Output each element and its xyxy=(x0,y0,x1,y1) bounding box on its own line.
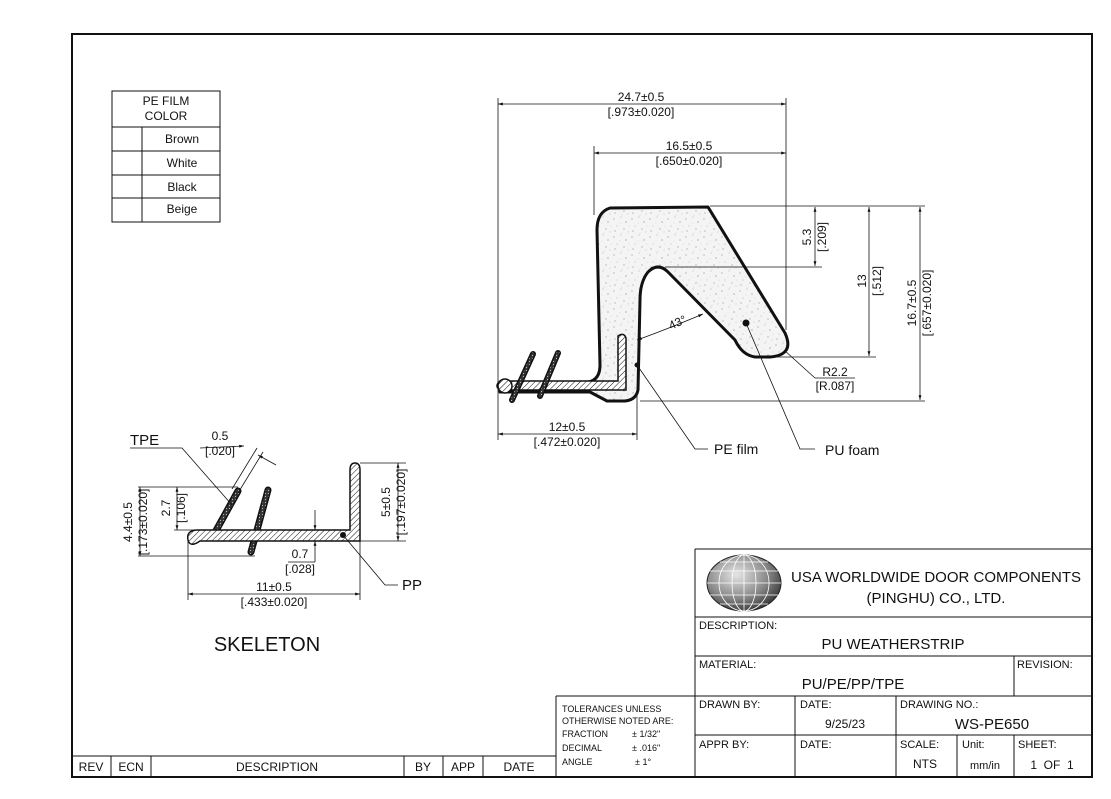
color-option-white: White xyxy=(167,156,198,170)
dim-top-width: 16.5±0.5 xyxy=(666,139,713,153)
drawing-no-label: DRAWING NO.: xyxy=(900,699,978,711)
dim-top-thickness: 5.3 xyxy=(800,228,814,245)
color-checkbox-black[interactable] xyxy=(112,175,142,198)
title-block: USA WORLDWIDE DOOR COMPONENTS (PINGHU) C… xyxy=(555,548,1092,777)
skeleton-dim-fin-thickness-in: [.020] xyxy=(205,444,235,458)
revision-label: REVISION: xyxy=(1017,659,1073,671)
color-table-header: COLOR xyxy=(145,109,188,123)
skeleton-section: 5±0.5 [.197±0.020] 4.4±0.5 [.173±0.020] … xyxy=(121,429,422,656)
skeleton-dim-width-in: [.433±0.020] xyxy=(241,595,308,609)
skeleton-dim-overall-height-in: [.173±0.020] xyxy=(136,489,150,556)
dim-base-width-in: [.472±0.020] xyxy=(534,435,601,449)
dim-radius-in: [R.087] xyxy=(816,379,855,393)
dim-lip-height-in: [.512] xyxy=(870,266,884,296)
description-value: PU WEATHERSTRIP xyxy=(821,636,964,653)
drawn-by-label: DRAWN BY: xyxy=(699,699,760,711)
dim-lip-height: 13 xyxy=(855,274,869,288)
callout-pe-film: PE film xyxy=(714,441,758,457)
scale-value: NTS xyxy=(913,757,937,771)
skeleton-dim-base-thickness: 0.7 xyxy=(292,547,309,561)
dim-overall-height-in: [.657±0.020] xyxy=(920,270,934,337)
revision-header-date: DATE xyxy=(503,760,534,774)
revision-header-ecn: ECN xyxy=(118,760,143,774)
skeleton-title: SKELETON xyxy=(214,634,320,656)
appr-by-label: APPR BY: xyxy=(699,739,749,751)
company-name: USA WORLDWIDE DOOR COMPONENTS xyxy=(791,569,1081,586)
tolerance-label-fraction: FRACTION xyxy=(562,729,608,739)
dim-overall-height: 16.7±0.5 xyxy=(905,279,919,326)
callout-tpe: TPE xyxy=(130,432,159,449)
drawing-frame xyxy=(71,33,1093,778)
date-label: DATE: xyxy=(800,699,832,711)
skeleton-dim-fin-thickness: 0.5 xyxy=(212,429,229,443)
dim-top-width-in: [.650±0.020] xyxy=(656,154,723,168)
sheet-value: 1 OF 1 xyxy=(1030,758,1074,772)
material-label: MATERIAL: xyxy=(699,659,756,671)
globe-logo-icon xyxy=(706,554,782,612)
unit-label: Unit: xyxy=(962,739,985,751)
color-option-beige: Beige xyxy=(167,202,198,216)
dim-top-thickness-in: [.209] xyxy=(815,222,829,252)
skeleton-dim-leg-height: 5±0.5 xyxy=(379,487,393,517)
dim-overall-width: 24.7±0.5 xyxy=(618,90,665,104)
material-value: PU/PE/PP/TPE xyxy=(802,676,905,693)
revision-header-app: APP xyxy=(451,760,475,774)
pe-film-color-table: PE FILM COLOR Brown White Black Beige xyxy=(111,90,221,223)
unit-value: mm/in xyxy=(970,760,1000,772)
description-label: DESCRIPTION: xyxy=(699,620,777,632)
scale-label: SCALE: xyxy=(900,739,939,751)
skeleton-dim-width: 11±0.5 xyxy=(256,580,292,594)
dim-overall-width-in: [.973±0.020] xyxy=(608,105,675,119)
skeleton-dim-leg-height-in: [.197±0.020] xyxy=(394,469,408,536)
callout-pu-foam: PU foam xyxy=(825,442,879,458)
revision-block: REV ECN DESCRIPTION BY APP DATE xyxy=(72,755,556,777)
tolerance-value-decimal: ± .016" xyxy=(632,743,660,753)
color-checkbox-brown[interactable] xyxy=(112,127,142,151)
skeleton-dim-fin-height: 2.7 xyxy=(159,499,173,516)
callout-pp: PP xyxy=(402,577,422,594)
appr-date-label: DATE: xyxy=(800,739,832,751)
revision-header-rev: REV xyxy=(79,760,104,774)
color-option-black: Black xyxy=(167,180,197,194)
color-checkbox-beige[interactable] xyxy=(112,198,142,222)
sheet-label: SHEET: xyxy=(1018,739,1057,751)
tolerance-label-angle: ANGLE xyxy=(562,757,593,767)
tolerances-heading-line2: OTHERWISE NOTED ARE: xyxy=(562,716,673,726)
skeleton-dim-base-thickness-in: [.028] xyxy=(285,562,315,576)
color-option-brown: Brown xyxy=(165,132,199,146)
skeleton-dim-fin-height-in: [.106] xyxy=(174,493,188,523)
color-table-header: PE FILM xyxy=(143,94,190,108)
color-checkbox-white[interactable] xyxy=(112,151,142,175)
main-profile-section: 24.7±0.5 [.973±0.020] 16.5±0.5 [.650±0.0… xyxy=(496,90,934,458)
drawing-no-value: WS-PE650 xyxy=(955,716,1029,733)
date-value: 9/25/23 xyxy=(825,717,865,731)
pu-foam-body xyxy=(498,205,790,403)
tolerance-label-decimal: DECIMAL xyxy=(562,743,602,753)
dim-base-width: 12±0.5 xyxy=(549,420,586,434)
revision-header-description: DESCRIPTION xyxy=(236,760,318,774)
revision-header-by: BY xyxy=(415,760,431,774)
tolerances-heading: TOLERANCES UNLESS xyxy=(562,704,661,714)
dim-angle: 43° xyxy=(666,312,689,332)
dim-radius: R2.2 xyxy=(822,365,848,379)
skeleton-dim-overall-height: 4.4±0.5 xyxy=(121,502,135,542)
tolerances-block: TOLERANCES UNLESS OTHERWISE NOTED ARE: F… xyxy=(562,704,673,767)
tolerance-value-fraction: ± 1/32" xyxy=(632,729,660,739)
company-name-line2: (PINGHU) CO., LTD. xyxy=(867,590,1006,607)
tolerance-value-angle: ± 1° xyxy=(635,757,651,767)
